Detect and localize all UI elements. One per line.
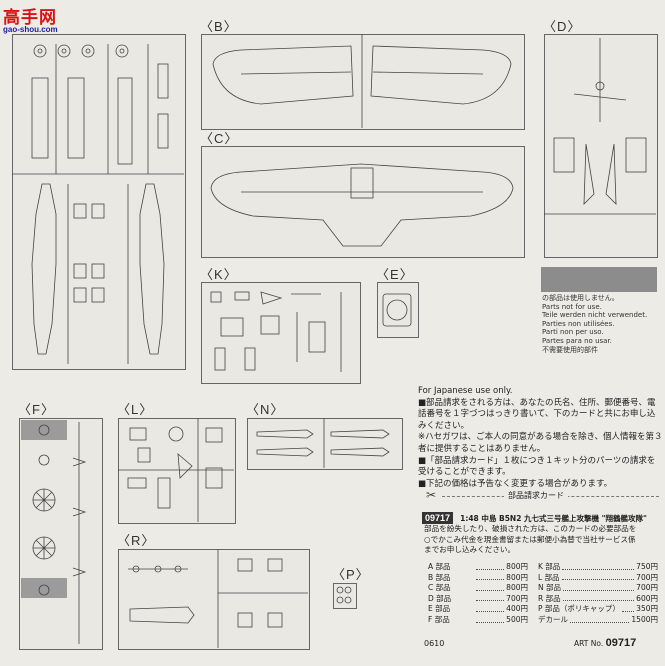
product-code: 09717	[422, 512, 454, 524]
sprue-n-torpedo-parts	[256, 418, 390, 468]
price-row: P 部品（ポリキャップ）350円	[538, 604, 658, 614]
logo-url: gao-shou.com	[3, 25, 58, 34]
sprue-n-frame	[247, 418, 403, 470]
sprue-f-parts	[21, 420, 87, 644]
desc-line: までお申し込みください。	[424, 545, 516, 554]
sprue-e-frame	[377, 282, 419, 338]
unused-parts-swatch	[541, 267, 657, 292]
sprue-d-parts	[544, 38, 656, 215]
legend-line: 不需要使用的部件	[542, 345, 598, 354]
sprue-d-frame	[544, 34, 658, 258]
sprue-a-frame	[12, 34, 186, 370]
info-line: ■部品請求をされる方は、あなたの氏名、住所、郵便番号、電話番号を１字づつはっきり…	[418, 397, 656, 431]
site-watermark-logo: 高手网 gao-shou.com	[3, 3, 67, 37]
card-title: 部品請求カード	[504, 490, 568, 501]
art-number: ART No. 09717	[574, 637, 636, 649]
sprue-k-parts	[210, 291, 342, 372]
sprue-f-frame	[19, 418, 103, 650]
print-code: 0610	[424, 639, 445, 648]
legend-line: Parts not for use.	[542, 302, 602, 311]
sprue-b-wing-parts	[212, 34, 512, 128]
legend-line: の部品は使用しません。	[542, 294, 619, 302]
sprue-k-label: 〈K〉	[200, 267, 238, 282]
legend-line: Partes para no usar.	[542, 336, 612, 345]
product-line: 09717 1:48 中島 B5N2 九七式三号艦上攻撃機 "翔鶴艦攻隊"	[422, 506, 647, 524]
art-number-value: 09717	[605, 637, 637, 649]
sprue-c-wing-parts	[210, 163, 514, 247]
info-line: For Japanese use only.	[418, 386, 513, 396]
sprue-n-label: 〈N〉	[246, 402, 285, 417]
sprue-c-label: 〈C〉	[200, 131, 239, 146]
sprue-p-frame	[333, 583, 357, 609]
sprue-r-label: 〈R〉	[117, 533, 156, 548]
sprue-p-polycaps	[336, 586, 352, 604]
sprue-b-frame	[201, 34, 525, 130]
info-line: ※ハセガワは、ご本人の同意がある場合を除き、個人情報を第３者に提供することはあり…	[418, 432, 663, 454]
sprue-c-frame	[201, 146, 525, 258]
product-name: 1:48 中島 B5N2 九七式三号艦上攻撃機 "翔鶴艦攻隊"	[460, 514, 647, 523]
sprue-k-frame	[201, 282, 361, 384]
info-line: ■下記の価格は予告なく変更する場合があります。	[418, 478, 613, 489]
scissors-icon: ✂	[426, 488, 437, 502]
sprue-f-label: 〈F〉	[18, 402, 55, 417]
sprue-d-label: 〈D〉	[543, 19, 582, 34]
sprue-r-frame	[118, 549, 310, 650]
sprue-r-parts	[128, 549, 308, 648]
logo-text: 高手网	[3, 8, 57, 28]
sprue-l-frame	[118, 418, 236, 524]
sprue-e-canopy	[382, 293, 412, 327]
desc-line: 部品を紛失したり、破損された方は、このカードの必要部品を	[424, 524, 637, 533]
legend-line: Parti non per uso.	[542, 328, 604, 337]
parts-request-card: ✂ 部品請求カード 09717 1:48 中島 B5N2 九七式三号艦上攻撃機 …	[418, 488, 663, 648]
sprue-p-label: 〈P〉	[332, 567, 370, 582]
sprue-a-parts	[12, 44, 184, 364]
sprue-l-label: 〈L〉	[117, 402, 154, 417]
sprue-l-parts	[118, 418, 234, 522]
info-line: ■「部品請求カード」１枚につき１キット分のパーツの請求を受けることができます。	[418, 455, 656, 478]
unused-parts-legend: の部品は使用しません。 Parts not for use. Teile wer…	[542, 294, 647, 354]
sprue-e-label: 〈E〉	[376, 267, 414, 282]
art-number-label: ART No.	[574, 639, 604, 648]
sprue-b-label: 〈B〉	[200, 19, 238, 34]
parts-request-info: For Japanese use only. ■部品請求をされる方は、あなたの氏…	[418, 386, 663, 490]
card-description: 部品を紛失したり、破損された方は、このカードの必要部品を ○でかこみ代金を現金書…	[424, 524, 660, 556]
legend-line: Parties non utilisées.	[542, 319, 615, 328]
desc-line: ○でかこみ代金を現金書留または郵便小為替で当社サービス係	[424, 534, 636, 544]
legend-line: Teile werden nicht verwendet.	[542, 311, 648, 320]
